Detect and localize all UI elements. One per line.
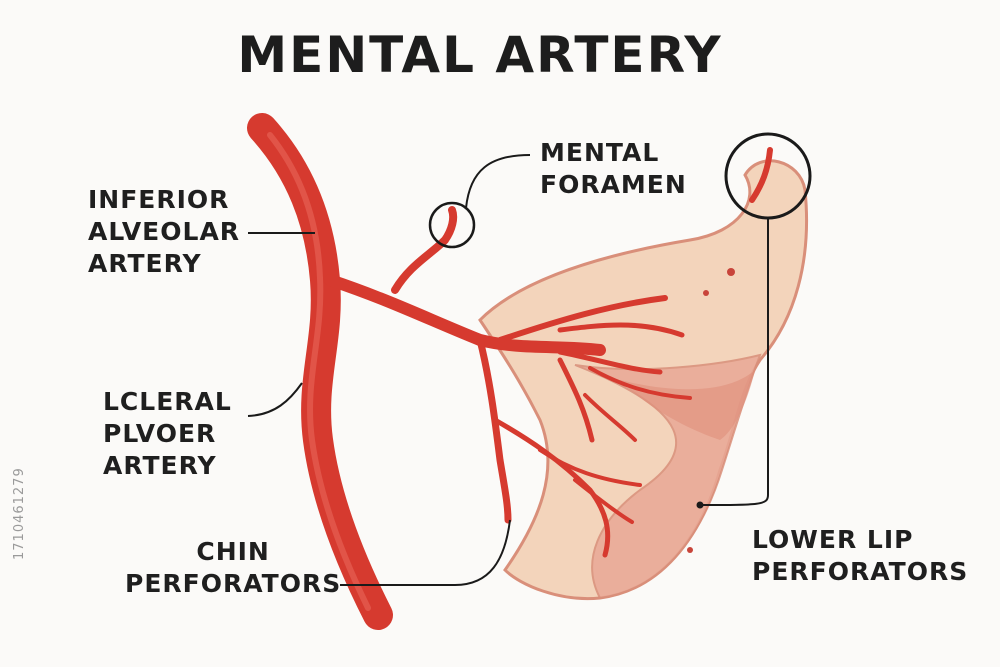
artery-branch (538, 448, 642, 487)
tissue-dot (727, 268, 735, 276)
label-line: ALVEOLAR (88, 217, 241, 246)
leader-line-lcleral (247, 382, 303, 417)
label-line: MENTAL (540, 138, 660, 167)
label-line: ARTERY (88, 249, 202, 278)
label-line: ARTERY (103, 451, 217, 480)
label-inferior-alveolar-artery: INFERIOR ALVEOLAR ARTERY (88, 184, 240, 280)
label-mental-foramen: MENTAL FORAMEN (540, 137, 687, 201)
label-line: INFERIOR (88, 185, 230, 214)
stock-id: 1710461279 (12, 467, 27, 560)
leader-line-lower-lip (699, 218, 769, 506)
artery-branch (557, 357, 595, 443)
artery-branch (588, 366, 692, 400)
artery-branch (557, 349, 663, 375)
artery-highlight (267, 132, 371, 611)
artery-branch (573, 478, 634, 524)
label-lcleral-plvoer-artery: LCLERAL PLVOER ARTERY (103, 386, 232, 482)
label-line: PLVOER (103, 419, 217, 448)
label-line: LOWER LIP (752, 525, 914, 554)
label-line: PERFORATORS (125, 569, 342, 598)
label-lower-lip-perforators: LOWER LIP PERFORATORS (752, 524, 968, 588)
lip-fold (620, 370, 755, 440)
label-line: LCLERAL (103, 387, 232, 416)
tissue-dot (703, 290, 709, 296)
label-chin-perforators: CHIN PERFORATORS (125, 536, 341, 600)
chin-perforator-branch (476, 336, 512, 524)
lower-lip-perforator (749, 147, 773, 203)
artery-branch (497, 295, 668, 343)
artery-branch (583, 393, 637, 442)
tissue-dot (687, 547, 693, 553)
mental-foramen-branch (391, 206, 458, 294)
mental-foramen-callout (428, 201, 476, 249)
label-line: PERFORATORS (752, 557, 969, 586)
leader-line-chin (340, 519, 511, 586)
label-line: FORAMEN (540, 170, 687, 199)
label-line: CHIN (196, 537, 270, 566)
artery-branch (557, 322, 685, 338)
leader-dot (696, 501, 704, 509)
page-title: MENTAL ARTERY (237, 26, 723, 84)
leader-line-mental-foramen (465, 154, 531, 209)
